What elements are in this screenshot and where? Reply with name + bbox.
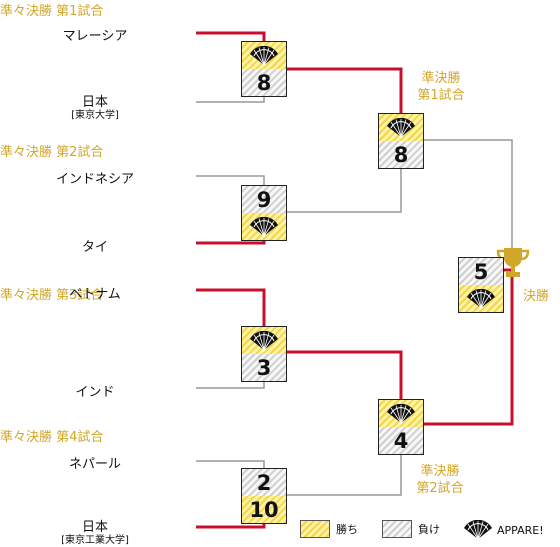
- match-score: 10: [242, 496, 286, 523]
- line-qf3-vietnam: [196, 288, 266, 326]
- team-label: インドネシア: [25, 168, 165, 187]
- match-box-qf4: 2 10: [241, 468, 287, 524]
- line-qf3-out: [287, 350, 403, 399]
- semi-label-2: 準決勝 第2試合: [410, 463, 470, 497]
- match-box-sf1: 8: [378, 113, 424, 169]
- match-box-qf2: 9: [241, 185, 287, 241]
- team-label: タイ: [25, 236, 165, 255]
- fan-icon: [249, 330, 279, 351]
- fan-icon: [463, 520, 493, 540]
- team-name: タイ: [81, 240, 108, 255]
- team-name: マレーシア: [62, 29, 128, 44]
- line-qf1-out: [287, 67, 403, 113]
- match-box-qf1: 8: [241, 41, 287, 97]
- match-box-final: 5: [458, 257, 504, 313]
- line-qf1-malaysia: [196, 31, 266, 41]
- match-score: 4: [379, 427, 423, 454]
- legend-win: 勝ち: [300, 520, 358, 538]
- semi-label-line2: 第2試合: [416, 481, 464, 496]
- team-name: 日本: [81, 95, 108, 110]
- line-qf4-nepal: [196, 460, 265, 468]
- legend-appare-label: APPARE!: [497, 523, 544, 537]
- semi-label-line1: 準決勝: [421, 71, 461, 86]
- fan-icon: [249, 45, 279, 66]
- line-qf4-japan: [196, 523, 266, 529]
- legend-lose-label: 負け: [418, 523, 440, 536]
- line-sf1-out: [424, 139, 513, 257]
- team-sub: [東京工業大学]: [61, 535, 129, 546]
- match-score: 8: [242, 69, 286, 96]
- team-name: インド: [75, 385, 115, 400]
- team-label: ベトナム: [25, 283, 165, 302]
- line-sf2-out: [424, 270, 514, 426]
- fan-icon: [386, 403, 416, 424]
- match-score: 9: [242, 186, 286, 214]
- line-qf1-japan: [196, 97, 265, 103]
- line-qf3-india: [196, 382, 265, 389]
- semi-label-1: 準決勝 第1試合: [411, 70, 471, 104]
- team-name: ネパール: [68, 457, 121, 472]
- match-cell-fan: [379, 400, 423, 428]
- round-label-qf4: 準々決勝 第4試合: [0, 430, 104, 445]
- fan-icon: [249, 216, 279, 237]
- fan-icon: [386, 117, 416, 138]
- match-cell-fan: [242, 42, 286, 70]
- trophy-icon: [495, 246, 531, 282]
- team-label: 日本[東京大学]: [25, 91, 165, 122]
- line-qf4-out: [287, 453, 402, 496]
- team-name: インドネシア: [55, 172, 134, 187]
- match-score: 8: [379, 141, 423, 168]
- semi-label-line1: 準決勝: [420, 464, 460, 479]
- team-label: マレーシア: [25, 25, 165, 44]
- final-label: 決勝: [523, 289, 550, 304]
- legend-appare: APPARE!: [463, 520, 544, 540]
- match-cell-fan: [242, 213, 286, 240]
- team-sub: [東京大学]: [71, 110, 119, 121]
- semi-label-line2: 第1試合: [417, 88, 465, 103]
- line-qf2-indonesia: [196, 175, 265, 185]
- fan-icon: [466, 288, 496, 309]
- team-label: インド: [25, 381, 165, 400]
- match-cell-fan: [379, 114, 423, 142]
- legend-lose-swatch: [382, 520, 412, 538]
- legend-win-label: 勝ち: [336, 523, 358, 536]
- match-cell-fan: [242, 327, 286, 355]
- team-name: ベトナム: [69, 287, 121, 302]
- match-box-sf2: 4: [378, 399, 424, 455]
- team-name: 日本: [81, 520, 108, 535]
- match-score: 3: [242, 354, 286, 381]
- line-qf2-thailand: [196, 240, 266, 245]
- match-score: 5: [459, 258, 503, 286]
- round-label-qf1: 準々決勝 第1試合: [0, 4, 104, 19]
- match-cell-fan: [459, 285, 503, 312]
- team-label: 日本[東京工業大学]: [25, 516, 165, 547]
- legend-win-swatch: [300, 520, 330, 538]
- match-box-qf3: 3: [241, 326, 287, 382]
- match-score: 2: [242, 469, 286, 497]
- legend-lose: 負け: [382, 520, 440, 538]
- round-label-qf2: 準々決勝 第2試合: [0, 145, 104, 160]
- round-label-qf3: 準々決勝 第3試合: [0, 288, 104, 303]
- team-label: ネパール: [25, 453, 165, 472]
- line-qf2-out: [287, 168, 402, 213]
